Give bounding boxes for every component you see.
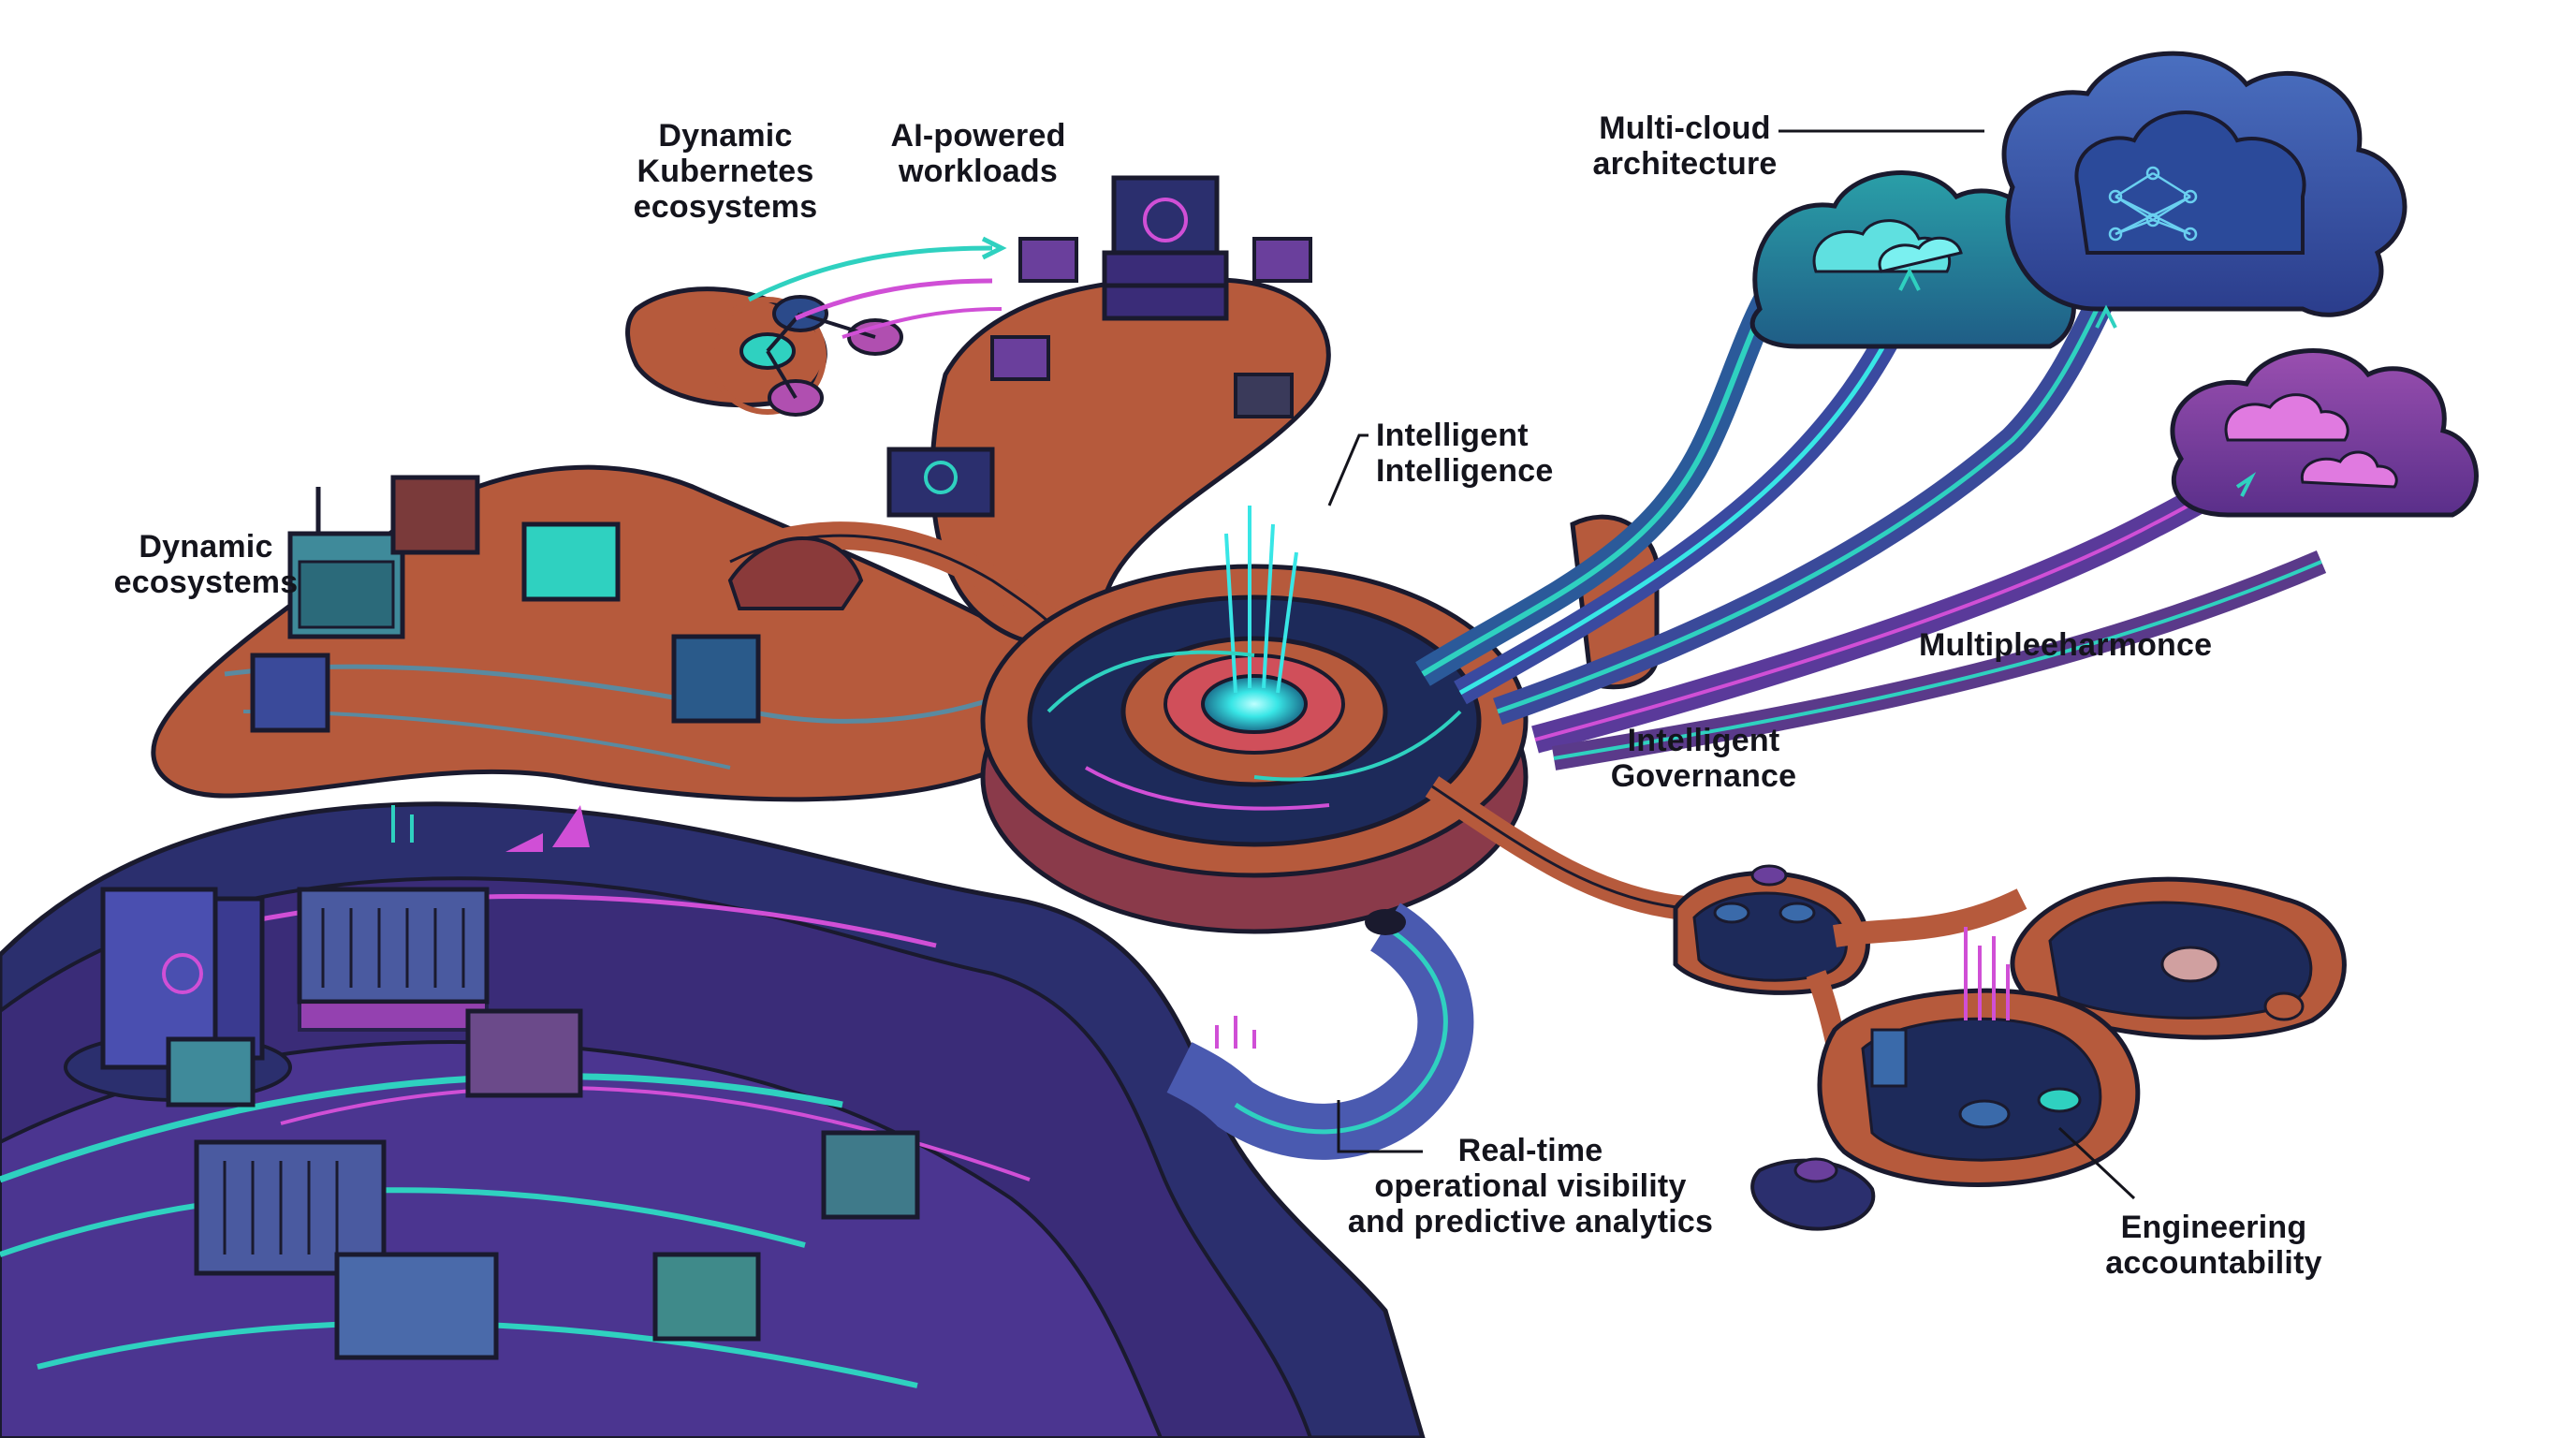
activity-bars-icon: [391, 805, 590, 852]
leader-line: [2057, 1126, 2136, 1200]
governance-pipeline: [1425, 776, 2347, 1231]
container-block-icon: [194, 1008, 920, 1360]
purple-cloud-icon: [2170, 348, 2479, 518]
label-intelligent-intelligence: Intelligent Intelligence: [1376, 418, 1554, 489]
teal-cloud-icon: [1749, 170, 2076, 349]
container-block-icon: [297, 887, 490, 1032]
label-engineering-accountability: Engineering accountability: [2105, 1210, 2322, 1281]
data-flow-arrows: [747, 236, 1007, 339]
label-realtime-visibility: Real-time operational visibility and pre…: [1347, 1133, 1714, 1240]
kubernetes-cluster-nodes: [625, 286, 903, 417]
ai-chip-icon: [727, 175, 1312, 610]
label-intelligent-governance: Intelligent Governance: [1610, 723, 1797, 794]
blue-cloud-icon: [2001, 51, 2408, 317]
upload-arrows: [1898, 267, 2257, 497]
label-multi-cloud: Multi-cloud architecture: [1592, 110, 1778, 182]
label-dynamic-ecosystems: Dynamic ecosystems: [113, 529, 299, 600]
server-rack-icon: [64, 887, 292, 1108]
label-multiple-harmonce: Multipleeharmonce: [1919, 627, 2213, 663]
label-dynamic-kubernetes: Dynamic Kubernetes ecosystems: [633, 118, 818, 225]
leader-line: [1327, 433, 1368, 506]
label-ai-workloads: AI-powered workloads: [890, 118, 1066, 189]
leader-line: [1337, 1100, 1423, 1153]
analytics-stream: [1166, 902, 1474, 1160]
server-node-icon: [250, 475, 761, 733]
